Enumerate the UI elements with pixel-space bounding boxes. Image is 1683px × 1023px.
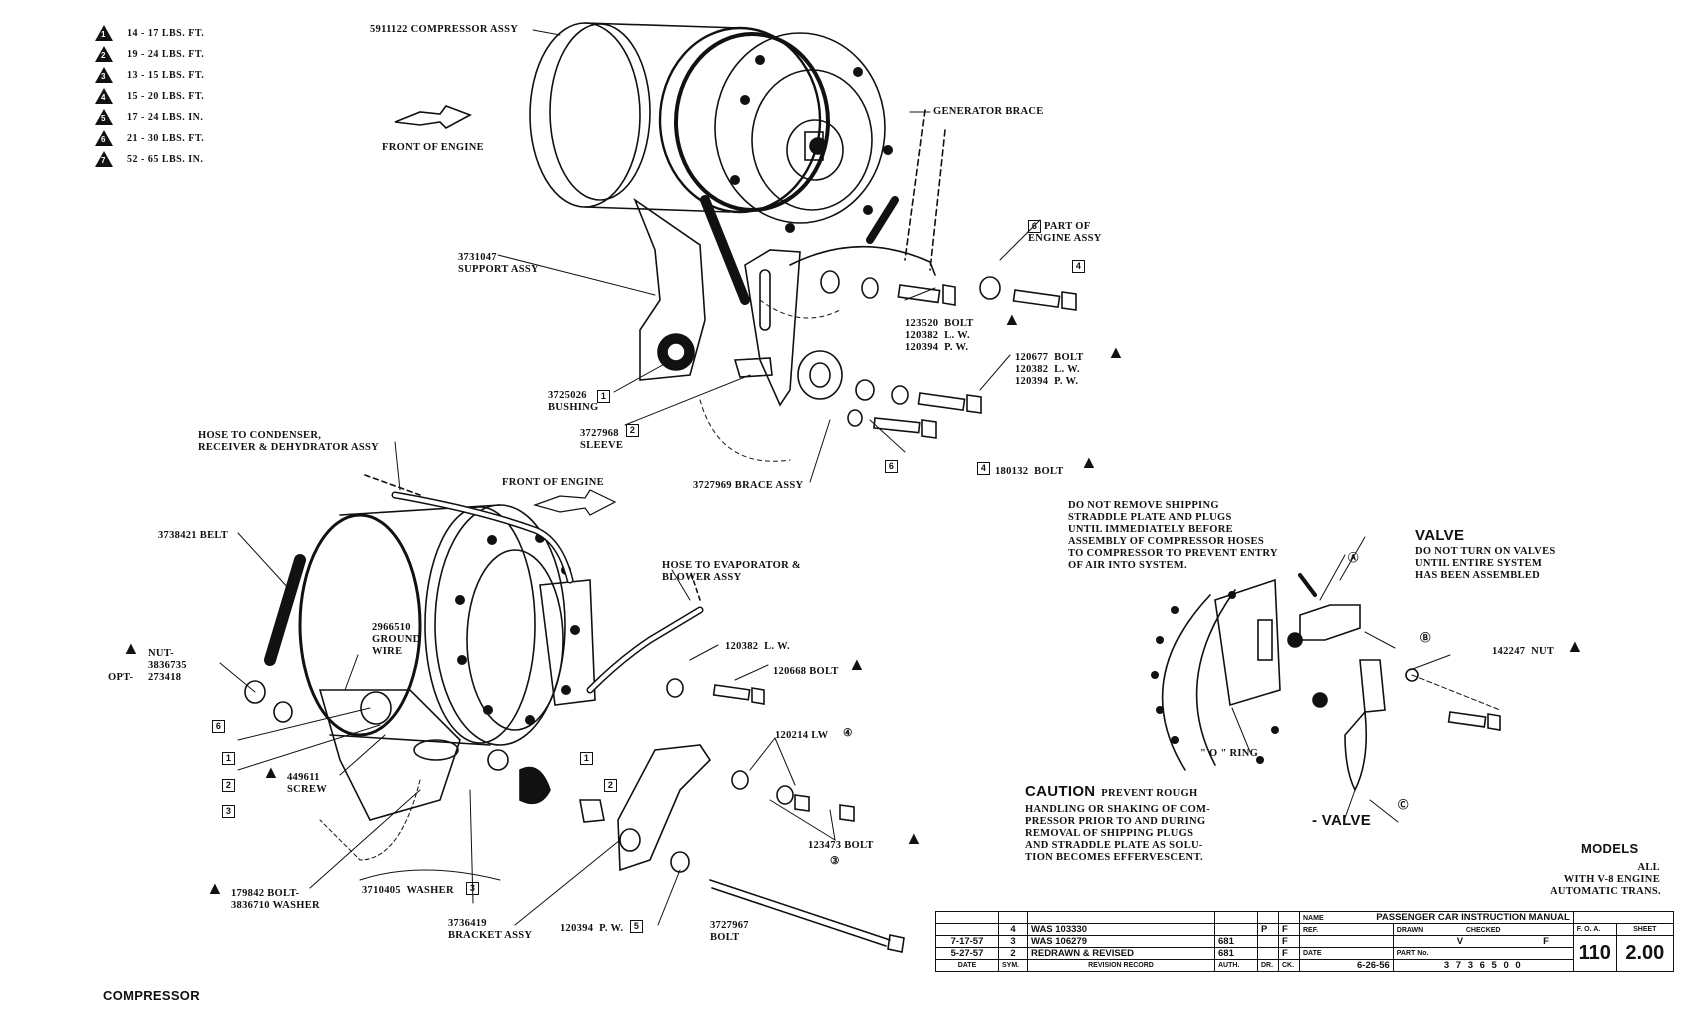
label-front-of-engine-2: FRONT OF ENGINE (502, 477, 604, 488)
torque-triangle-icon: 3 (95, 67, 113, 83)
compressor-caption: COMPRESSOR (103, 988, 200, 1003)
label-lw-120214: 120214 LW (775, 730, 829, 741)
callout-circle-b: Ⓑ (1420, 633, 1431, 644)
callout-2b: 2 (222, 779, 235, 792)
foa-number: 110 (1572, 935, 1617, 972)
front-arrow-2 (533, 489, 617, 516)
label-o-ring: " O " RING (1200, 748, 1259, 759)
label-lw-120382: 120382 L. W. (725, 641, 790, 652)
torque-triangle-icon: ▲ (122, 638, 141, 658)
label-bolt-120668: 120668 BOLT (773, 666, 839, 677)
label-bushing: 3725026 BUSHING (548, 390, 599, 413)
torque-triangle-icon: 2 (95, 46, 113, 62)
label-ground-wire: 2966510 GROUND WIRE (372, 622, 421, 657)
label-bolt-3727967: 3727967 BOLT (710, 920, 749, 943)
callout-circle-3: ③ (830, 856, 840, 867)
caution-text: HANDLING OR SHAKING OF COM- PRESSOR PRIO… (1025, 804, 1211, 863)
top-compressor (529, 22, 1077, 462)
label-bolt-179842: 179842 BOLT- 3836710 WASHER (231, 888, 320, 911)
torque-triangle-icon: 5 (95, 109, 113, 125)
torque-triangle-icon: ▲ (905, 828, 924, 848)
callout-4b: 4 (977, 462, 990, 475)
callout-circle-a: Ⓐ (1348, 553, 1359, 564)
callout-3b: 3 (222, 805, 235, 818)
legend-row: 6 21 - 30 LBS. FT. (95, 128, 204, 148)
label-support-assy: 3731047 SUPPORT ASSY (458, 252, 539, 275)
callout-3c: 3 (466, 882, 479, 895)
callout-1c: 1 (580, 752, 593, 765)
leader-lines (219, 29, 1451, 926)
label-opt: OPT- (108, 672, 134, 683)
label-part-of-engine: 6 PART OF ENGINE ASSY (1028, 220, 1102, 244)
sheet-number: 2.00 (1615, 935, 1674, 972)
callout-2c: 2 (604, 779, 617, 792)
torque-triangle-icon: 4 (95, 88, 113, 104)
label-valve-note: DO NOT TURN ON VALVES UNTIL ENTIRE SYSTE… (1415, 546, 1556, 581)
legend-row: 1 14 - 17 LBS. FT. (95, 23, 204, 43)
label-valve-top: VALVE (1415, 527, 1465, 544)
label-hose-condenser: HOSE TO CONDENSER, RECEIVER & DEHYDRATOR… (198, 430, 379, 453)
torque-triangle-icon: ▲ (848, 654, 867, 674)
torque-triangle-icon: 6 (95, 130, 113, 146)
label-bolt-123520: 123520 BOLT 120382 L. W. 120394 P. W. (905, 318, 974, 353)
label-screw: 449611 SCREW (287, 772, 328, 795)
label-front-of-engine-1: FRONT OF ENGINE (382, 142, 484, 153)
legend-row: 3 13 - 15 LBS. FT. (95, 65, 204, 85)
label-nut: NUT- (148, 648, 174, 659)
label-nut-142247: 142247 NUT (1492, 646, 1555, 657)
callout-1: 1 (597, 390, 610, 403)
legend-row: 7 52 - 65 LBS. IN. (95, 149, 203, 169)
label-sleeve: 3727968 SLEEVE (580, 428, 624, 451)
models-body: ALL WITH V-8 ENGINE AUTOMATIC TRANS. (1550, 862, 1661, 897)
label-washer-3710405: 3710405 WASHER (362, 885, 454, 896)
torque-triangle-icon: ▲ (1566, 636, 1585, 656)
label-bolt-120677: 120677 BOLT 120382 L. W. 120394 P. W. (1015, 352, 1084, 387)
label-compressor-assy: 5911122 COMPRESSOR ASSY (370, 24, 519, 35)
callout-4: 4 (1072, 260, 1085, 273)
callout-box: 6 (1028, 220, 1041, 233)
label-brace-assy: 3727969 BRACE ASSY (693, 480, 804, 491)
torque-triangle-icon: ▲ (1080, 452, 1099, 472)
torque-triangle-icon: ▲ (1003, 309, 1022, 329)
label-bolt-123473: 123473 BOLT (808, 840, 874, 851)
callout-6: 6 (885, 460, 898, 473)
callout-circle-c: Ⓒ (1398, 800, 1409, 811)
label-hose-evaporator: HOSE TO EVAPORATOR & BLOWER ASSY (662, 560, 801, 583)
label-bolt-180132: 180132 BOLT (995, 466, 1064, 477)
callout-circle-4: ④ (843, 728, 853, 739)
torque-triangle-icon: 7 (95, 151, 113, 167)
caution-block: CAUTION PREVENT ROUGH (1025, 783, 1198, 800)
legend-row: 2 19 - 24 LBS. FT. (95, 44, 204, 64)
label-do-not-remove: DO NOT REMOVE SHIPPING STRADDLE PLATE AN… (1068, 500, 1278, 571)
torque-triangle-icon: 1 (95, 25, 113, 41)
left-compressor (244, 474, 905, 953)
torque-triangle-icon: ▲ (206, 878, 225, 898)
torque-triangle-icon: ▲ (1107, 342, 1126, 362)
label-generator-brace: GENERATOR BRACE (933, 106, 1044, 117)
name-cell: NAME PASSENGER CAR INSTRUCTION MANUAL (1299, 911, 1574, 924)
label-pw-120394: 120394 P. W. (560, 923, 624, 934)
front-arrow-1 (394, 105, 472, 129)
label-bracket-assy: 3736419 BRACKET ASSY (448, 918, 533, 941)
legend-row: 5 17 - 24 LBS. IN. (95, 107, 203, 127)
torque-triangle-icon: ▲ (262, 762, 281, 782)
label-nut-parts: 3836735 273418 (148, 660, 187, 683)
callout-1b: 1 (222, 752, 235, 765)
valve-detail (1151, 573, 1501, 792)
label-belt: 3738421 BELT (158, 530, 229, 541)
callout-5: 5 (630, 920, 643, 933)
callout-6c: 6 (212, 720, 225, 733)
label-valve-bottom: - VALVE (1312, 812, 1372, 829)
models-title: MODELS (1581, 841, 1639, 856)
callout-2: 2 (626, 424, 639, 437)
legend-row: 4 15 - 20 LBS. FT. (95, 86, 204, 106)
